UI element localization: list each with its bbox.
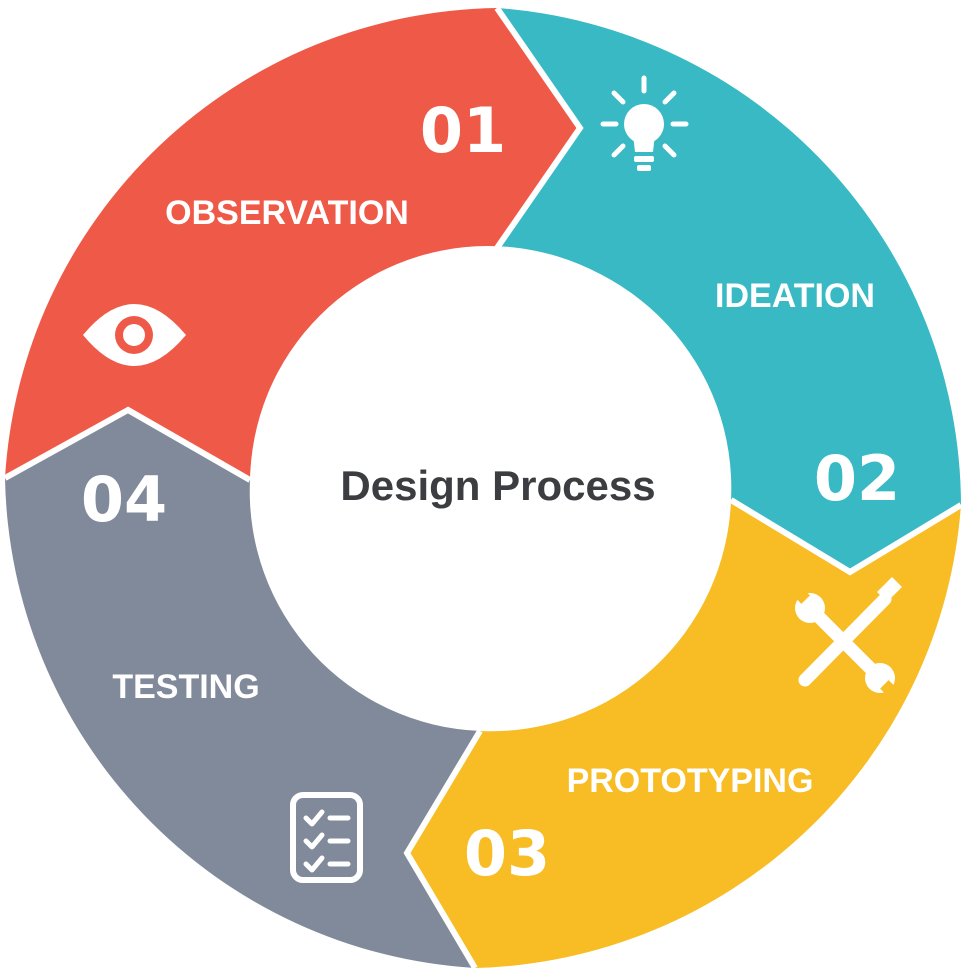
center-title: Design Process	[340, 462, 655, 509]
stage-01-number: 01	[420, 94, 506, 167]
stage-02-segment	[497, 8, 961, 572]
segment-separators	[3, 6, 961, 968]
stage-04-label: TESTING	[112, 668, 259, 706]
stage-04-number: 04	[81, 463, 167, 536]
lightbulb-icon	[600, 75, 689, 171]
wrench-screwdriver-icon	[790, 577, 902, 700]
checklist-icon	[290, 792, 363, 883]
stage-01-label: OBSERVATION	[165, 194, 409, 232]
center-circle	[250, 246, 726, 722]
stage-02-label: IDEATION	[715, 277, 875, 315]
stage-02-number: 02	[814, 442, 900, 515]
stage-03-label: PROTOTYPING	[567, 762, 814, 800]
eye-icon	[83, 304, 186, 366]
stage-03-number: 03	[464, 817, 550, 890]
